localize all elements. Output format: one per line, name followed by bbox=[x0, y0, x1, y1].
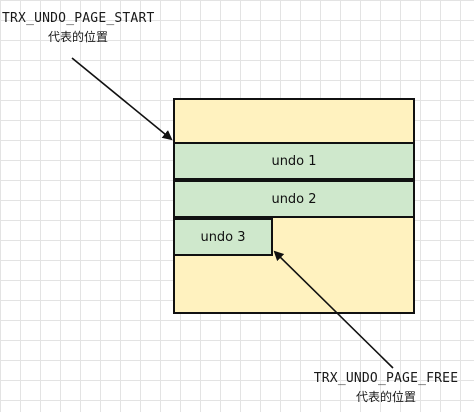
undo-record-3-label: undo 3 bbox=[200, 229, 246, 245]
undo-record-2-label: undo 2 bbox=[271, 191, 317, 207]
undo-record-2: undo 2 bbox=[173, 180, 415, 218]
undo-record-1: undo 1 bbox=[173, 142, 415, 180]
trx-undo-page-start-name: TRX_UNDO_PAGE_START bbox=[2, 11, 155, 26]
trx-undo-page-start-desc: 代表的位置 bbox=[47, 30, 108, 44]
trx-undo-page-start-label: TRX_UNDO_PAGE_START 代表的位置 bbox=[2, 10, 154, 46]
start-pointer-arrow bbox=[71, 57, 173, 141]
trx-undo-page-free-name: TRX_UNDO_PAGE_FREE bbox=[313, 371, 459, 386]
trx-undo-page-free-desc: 代表的位置 bbox=[355, 390, 416, 404]
trx-undo-page-free-label: TRX_UNDO_PAGE_FREE 代表的位置 bbox=[306, 370, 466, 406]
undo-record-3: undo 3 bbox=[173, 218, 273, 256]
undo-record-1-label: undo 1 bbox=[271, 153, 317, 169]
